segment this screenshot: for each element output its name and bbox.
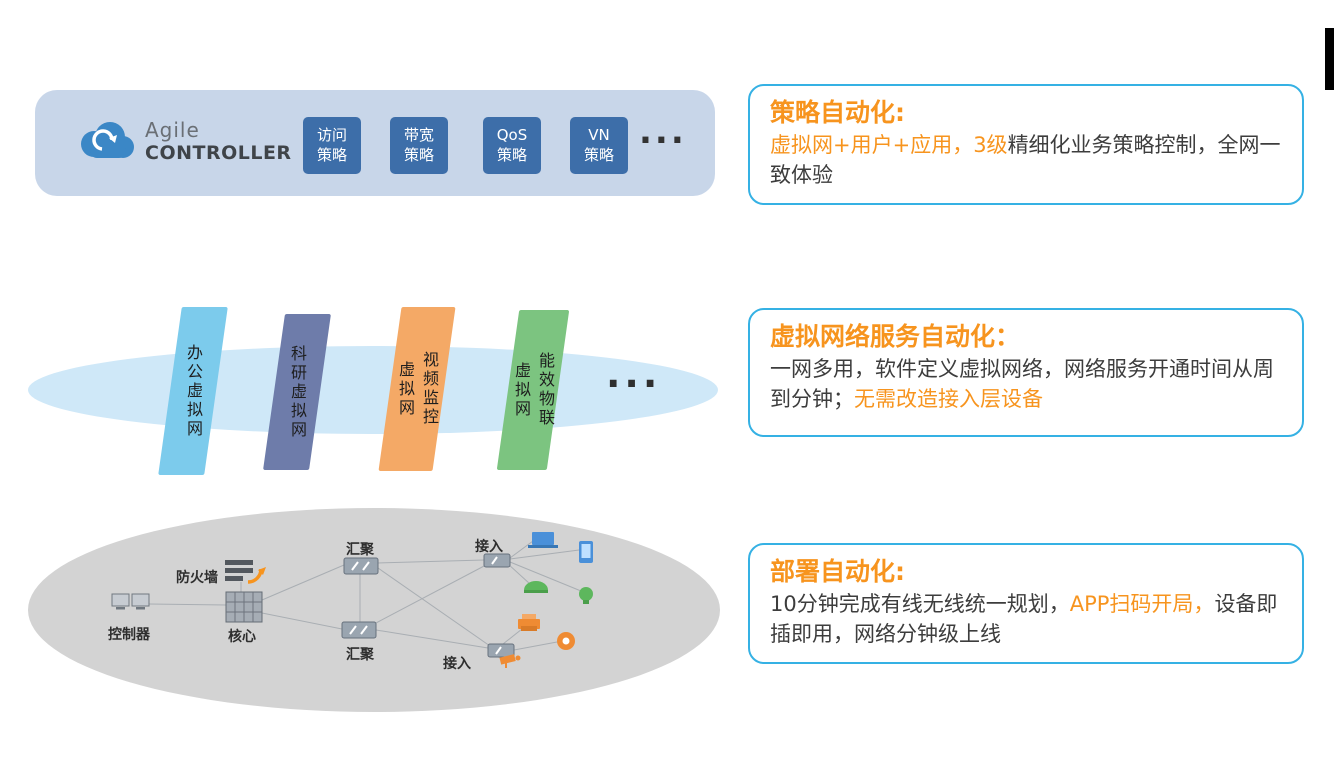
vn-plane-label: 科研虚拟网 xyxy=(288,344,307,440)
tablet-icon xyxy=(579,541,593,563)
policy-chip-line: 策略 xyxy=(496,145,527,164)
controller-label: 控制器 xyxy=(108,627,150,643)
firewall-label: 防火墙 xyxy=(176,570,218,586)
core-switch-icon xyxy=(225,591,263,623)
callout-segment: 设备即插即用，网络分钟级上线 xyxy=(770,591,1278,647)
vn-plane-office: 办公虚拟网 xyxy=(158,307,228,475)
policy-chip-qos[interactable]: QoS 策略 xyxy=(483,117,541,174)
vn-plane-energy: 能效物联 虚拟网 xyxy=(496,310,570,470)
agile-controller-banner: Agile CONTROLLER 访问 策略 带宽 策略 QoS 策略 VN 策… xyxy=(35,90,715,196)
policy-chip-line: QoS xyxy=(496,126,528,144)
callout-segment: 精细化业务策略控制，全网一致体验 xyxy=(770,132,1281,188)
callout-body: 10分钟完成有线无线统一规划，APP扫码开局，设备即插即用，网络分钟级上线 xyxy=(770,589,1282,650)
callout-title: 策略自动化: xyxy=(770,98,905,127)
vn-plane-label: 能效物联 虚拟网 xyxy=(512,352,555,428)
callout-title: 虚拟网络服务自动化： xyxy=(770,322,1021,351)
physical-network-ellipse xyxy=(28,508,720,712)
access-switch-top-icon xyxy=(483,553,511,568)
callout-title: 部署自动化: xyxy=(770,557,905,586)
brand: Agile CONTROLLER xyxy=(145,118,292,164)
brand-controller-label: CONTROLLER xyxy=(145,142,292,164)
callout-segment: 虚拟网+用户+应用，3级 xyxy=(770,132,1008,157)
agg-top-label: 汇聚 xyxy=(346,542,374,558)
more-vn-ellipsis: ... xyxy=(606,352,662,396)
black-edge-bar xyxy=(1325,28,1334,90)
cctv-camera-icon xyxy=(499,654,521,668)
vn-plane-label: 视频监控 虚拟网 xyxy=(396,351,439,427)
access-top-label: 接入 xyxy=(475,539,503,555)
policy-chip-bandwidth[interactable]: 带宽 策略 xyxy=(390,117,448,174)
vn-plane-video: 视频监控 虚拟网 xyxy=(378,307,456,471)
callout-body: 虚拟网+用户+应用，3级精细化业务策略控制，全网一致体验 xyxy=(770,130,1282,191)
callout-segment: 一网多用，软件定义虚拟网络，网络服务开通时间从周到分钟； xyxy=(770,356,1274,412)
callout-segment: APP扫码开局， xyxy=(1069,591,1215,616)
brand-agile-label: Agile xyxy=(145,118,200,142)
policy-chip-vn[interactable]: VN 策略 xyxy=(570,117,628,174)
access-bottom-label: 接入 xyxy=(443,656,471,672)
policy-chip-access[interactable]: 访问 策略 xyxy=(303,117,361,174)
policy-chip-line: 策略 xyxy=(316,145,347,164)
callout-segment: 无需改造接入层设备 xyxy=(854,387,1043,412)
policy-chip-line: VN xyxy=(588,126,610,144)
policy-chip-line: 带宽 xyxy=(403,126,434,144)
agg-switch-bottom-icon xyxy=(341,621,377,639)
callout-policy-automation: 策略自动化: 虚拟网+用户+应用，3级精细化业务策略控制，全网一致体验 xyxy=(748,84,1304,205)
access-switch-bottom-icon xyxy=(487,643,515,658)
controller-icon xyxy=(111,593,150,610)
vn-plane-research: 科研虚拟网 xyxy=(263,314,331,470)
callout-segment: 10分钟完成有线无线统一规划， xyxy=(770,591,1070,616)
cloud-icon xyxy=(72,112,138,168)
more-policies-ellipsis: ... xyxy=(639,112,687,152)
callout-vn-service-automation: 虚拟网络服务自动化： 一网多用，软件定义虚拟网络，网络服务开通时间从周到分钟；无… xyxy=(748,308,1304,437)
printer-icon xyxy=(518,614,540,631)
laptop-icon xyxy=(528,532,558,548)
topology-links xyxy=(148,540,582,660)
network-topology xyxy=(111,532,593,668)
policy-chip-line: 访问 xyxy=(316,126,347,144)
vn-plane-label: 办公虚拟网 xyxy=(184,343,203,439)
bulb-icon xyxy=(579,587,593,604)
virtual-network-ellipse xyxy=(28,346,718,434)
agg-switch-top-icon xyxy=(343,557,379,575)
firewall-icon xyxy=(225,560,266,584)
ip-phone-icon xyxy=(557,632,575,650)
core-label: 核心 xyxy=(228,629,256,645)
callout-body: 一网多用，软件定义虚拟网络，网络服务开通时间从周到分钟；无需改造接入层设备 xyxy=(770,354,1282,415)
agg-bottom-label: 汇聚 xyxy=(346,647,374,663)
dome-camera-icon xyxy=(524,581,548,593)
policy-chip-line: 策略 xyxy=(403,145,434,164)
callout-deployment-automation: 部署自动化: 10分钟完成有线无线统一规划，APP扫码开局，设备即插即用，网络分… xyxy=(748,543,1304,664)
policy-chip-line: 策略 xyxy=(583,145,614,164)
